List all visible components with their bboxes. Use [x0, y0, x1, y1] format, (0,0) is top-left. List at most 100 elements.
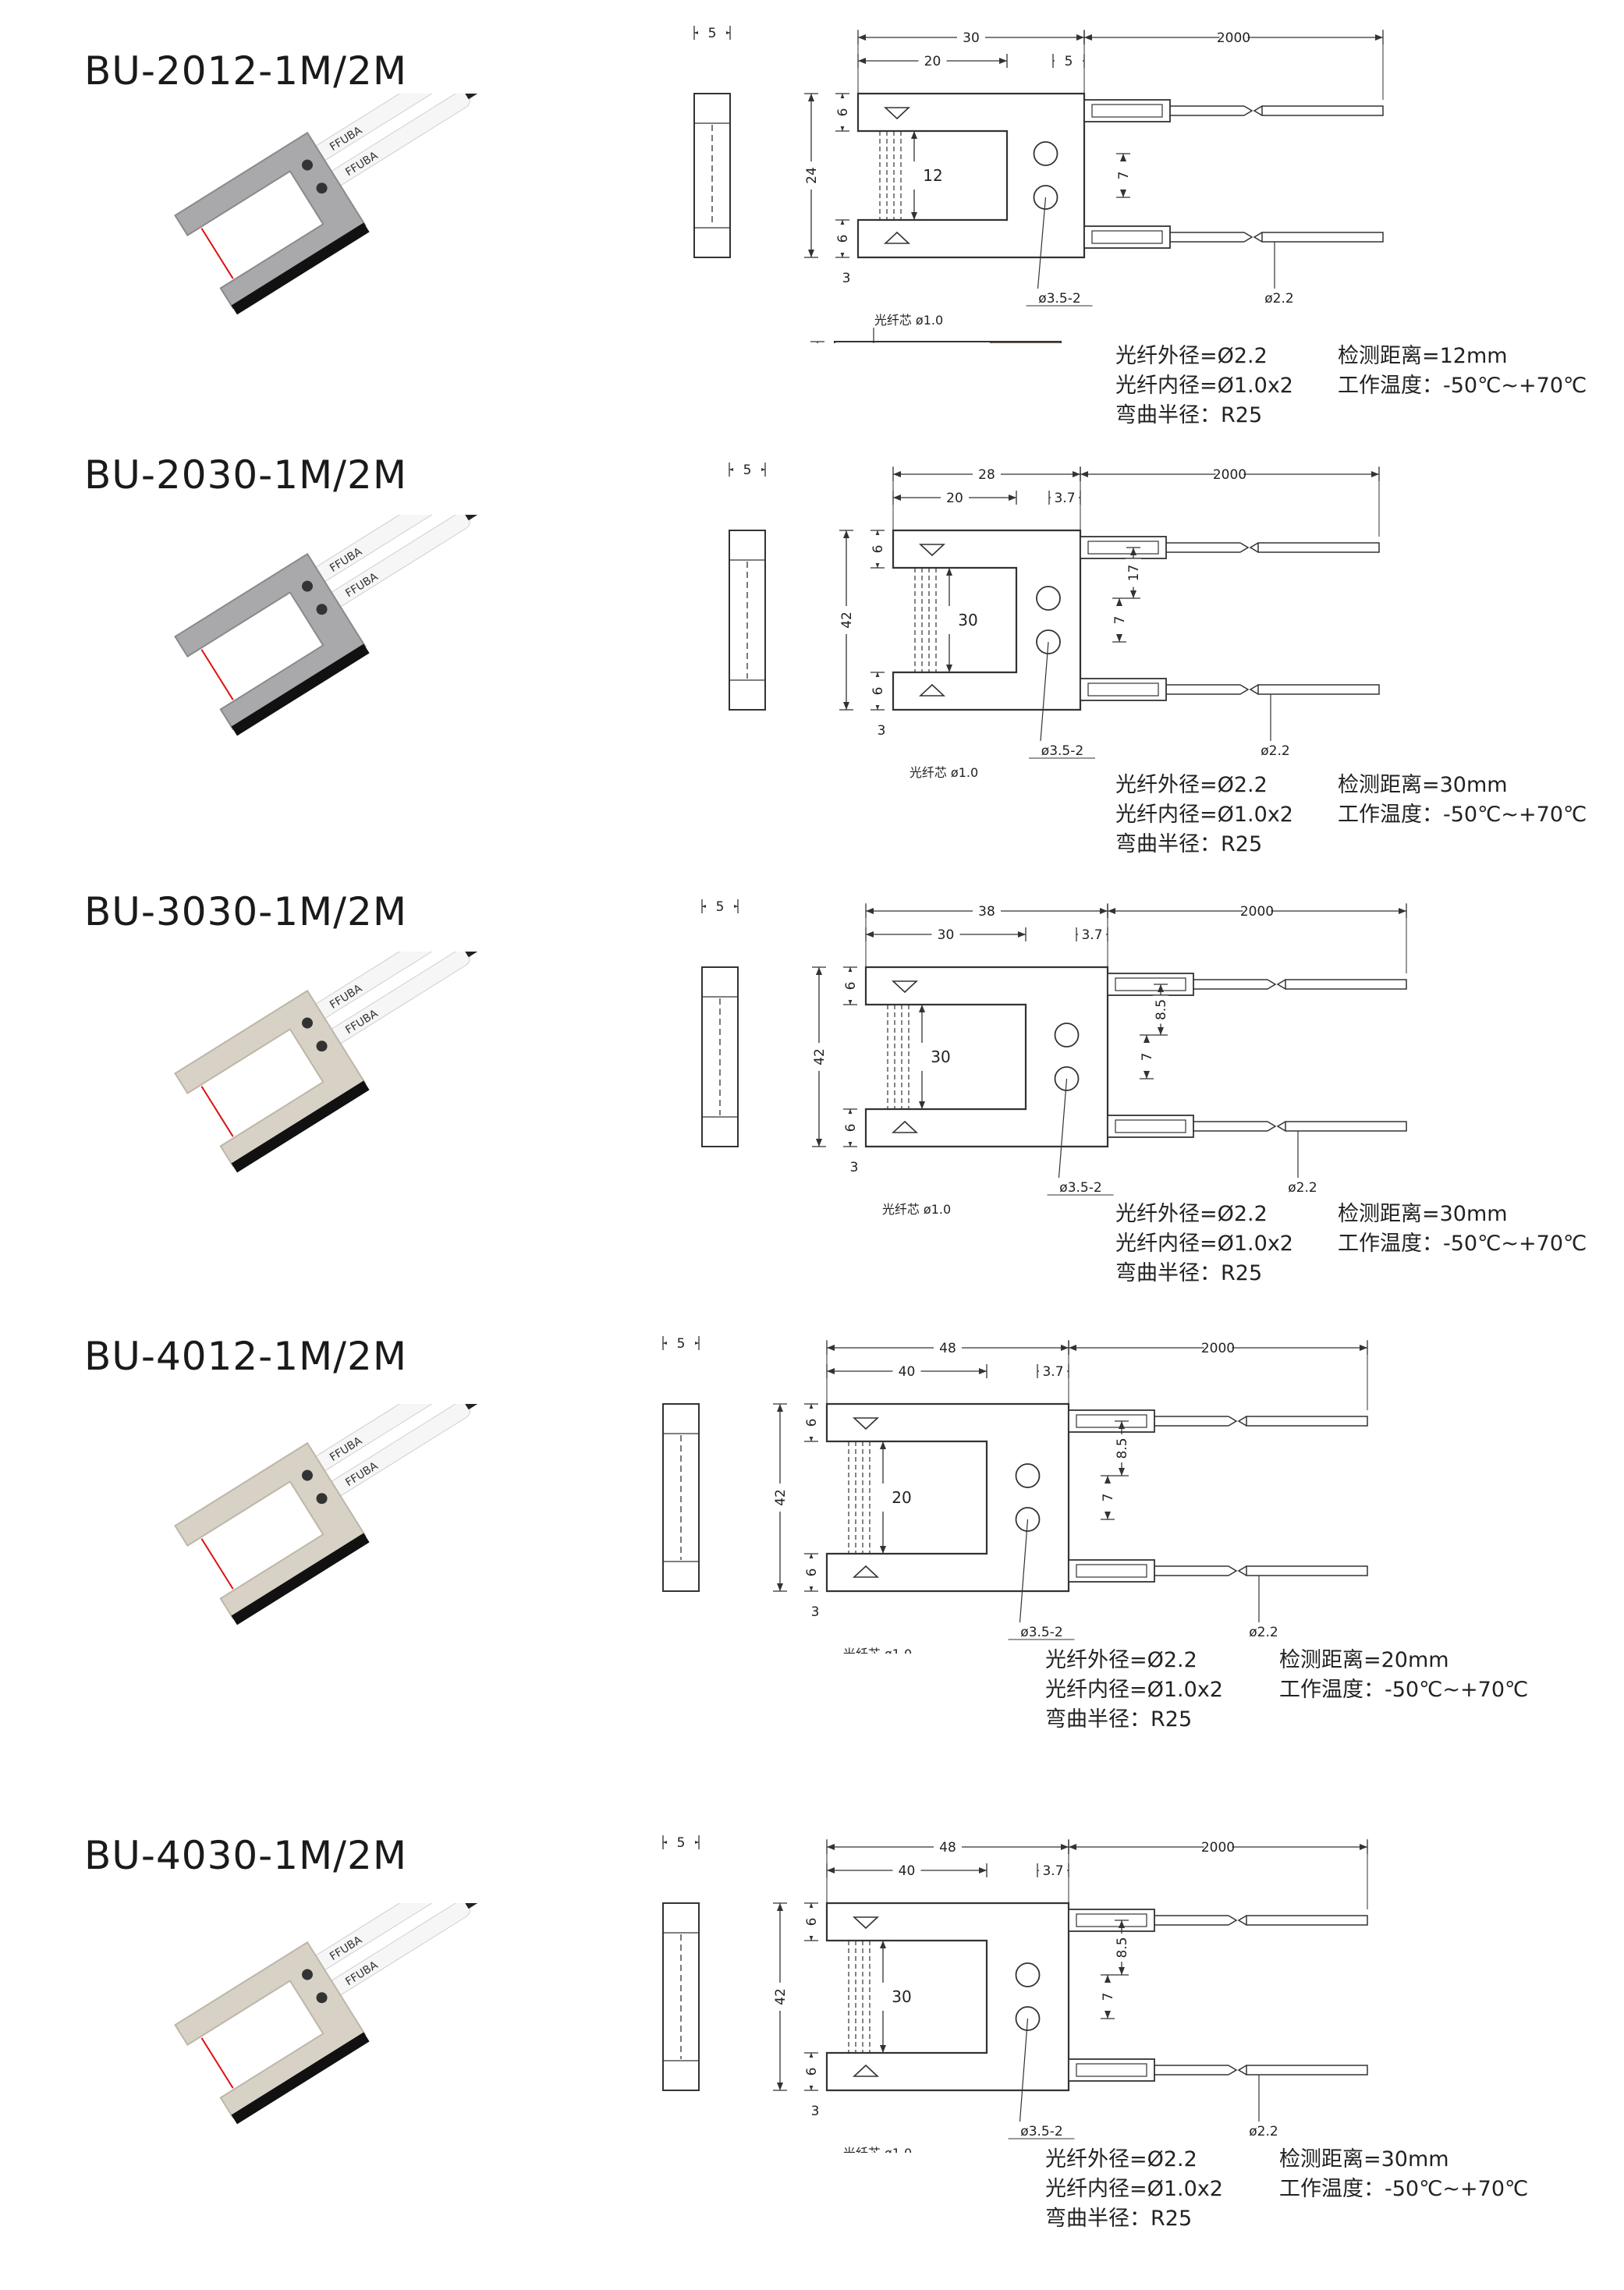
arm-top-dim-label-bg — [870, 535, 885, 563]
sensor-shadow-edge — [231, 643, 370, 736]
cable-sleeve — [1107, 973, 1194, 996]
emitter-mark — [918, 544, 946, 557]
gap-depth-dim-label: 3 — [878, 723, 886, 739]
receiver-mark — [883, 231, 911, 244]
detect-dim-arrow — [911, 131, 917, 139]
cable-length-dim-arrow — [1375, 34, 1383, 41]
hole-label: ø3.5-2 — [1020, 1625, 1062, 1640]
cable-sleeve-inner — [1087, 541, 1159, 555]
cable-end — [1246, 1915, 1368, 1926]
hole-spacing-dim-arrow — [1105, 1476, 1111, 1484]
spec-temperature: 工作温度：-50℃~+70℃ — [1279, 2177, 1529, 2201]
cable-sleeve-inner — [1115, 977, 1186, 991]
hole-spacing-dim-label: 7 — [1112, 616, 1128, 625]
height-dim-arrow — [777, 1583, 783, 1591]
gap-depth-dim-label-bg — [840, 1158, 868, 1174]
width-dim-arrow — [1061, 1345, 1069, 1351]
leader-line — [1040, 641, 1049, 742]
receiver-mark — [852, 1565, 880, 1578]
cable-length-dim-arrow — [1080, 471, 1088, 477]
hole-label: ø3.5-2 — [1041, 743, 1083, 759]
hole-offset-dim-label-bg — [1114, 1434, 1129, 1462]
cable-length-dim-label-bg — [1204, 1339, 1232, 1355]
height-dim-arrow — [843, 702, 849, 710]
detect-dim-arrow — [946, 568, 952, 576]
detect-dim-arrow — [880, 1441, 886, 1449]
cable-sleeve — [1068, 1409, 1155, 1433]
inner-dim-label-bg — [941, 489, 969, 505]
detect-dim-label-bg — [875, 1484, 891, 1512]
spec-temperature: 工作温度：-50℃~+70℃ — [1279, 1678, 1529, 1702]
cable-length-dim-label: 2000 — [1201, 1840, 1235, 1856]
arm-bottom-dim-label-bg — [835, 225, 850, 253]
cable-break — [1239, 684, 1259, 695]
sensor-shadow-edge — [231, 1533, 370, 1625]
detect-dim-arrow — [946, 665, 952, 672]
cable-sleeve-inner — [1076, 1913, 1147, 1927]
hole-spacing-dim-arrow — [1105, 2011, 1111, 2019]
gap-depth-dim-label: 3 — [811, 2104, 820, 2119]
hole-offset-dim-label-bg — [1114, 1934, 1129, 1962]
light-beam — [200, 1538, 234, 1590]
inner-dim-label-bg — [931, 926, 960, 941]
gap-depth-dim-label-bg — [832, 269, 860, 285]
hole-offset-dim-arrow — [1130, 548, 1136, 555]
spec-detect-distance: 检测距离=30mm — [1338, 773, 1508, 797]
cable-end — [1246, 2065, 1368, 2076]
hole-offset-dim-arrow — [1130, 590, 1136, 598]
fiber-tip — [464, 952, 495, 958]
detect-dim-arrow — [919, 1101, 925, 1109]
cable-break — [1267, 979, 1286, 990]
cable-sleeve — [1068, 2058, 1155, 2082]
inner-dim-arrow — [979, 1867, 987, 1873]
arm-bottom-dim-label: 6 — [804, 1569, 820, 1577]
height-dim-arrow — [808, 250, 814, 257]
cable-dia-label: ø2.2 — [1264, 291, 1293, 307]
detect-dim-arrow — [880, 1941, 886, 1948]
offset-dim-label-bg — [1039, 1363, 1067, 1378]
arm-top-dim-label-bg — [803, 1409, 819, 1437]
cable-end — [1257, 542, 1380, 553]
arm-top-dim-label: 6 — [871, 545, 886, 554]
emitter-mark — [852, 1916, 880, 1930]
fiber-tip — [464, 1903, 495, 1909]
mounting-hole — [1036, 586, 1061, 611]
thickness-dim-label: 5 — [708, 26, 717, 41]
fiber-core-label: 光纤芯 ø1.0 — [874, 313, 943, 328]
spec-fiber-inner: 光纤内径=Ø1.0x2 — [1115, 374, 1293, 398]
lens-hole — [316, 1493, 328, 1505]
offset-dim-label: 3.7 — [1042, 1863, 1063, 1879]
lens-hole — [302, 159, 314, 171]
cable-sleeve — [1080, 678, 1167, 701]
receiver-mark — [918, 683, 946, 697]
arm-bottom-dim-label-bg — [803, 1558, 819, 1586]
hole-offset-dim-arrow — [1119, 1468, 1125, 1476]
inner-dim-label: 20 — [946, 491, 963, 506]
detect-width-label: 30 — [892, 1987, 911, 2006]
cable-end — [1257, 684, 1380, 695]
height-dim-label-bg — [839, 606, 854, 634]
hole-spacing-dim-arrow — [1116, 634, 1122, 642]
cable-length-dim-arrow — [1371, 471, 1379, 477]
detect-dim-arrow — [880, 2045, 886, 2053]
hole-offset-dim-label: 8.5 — [1115, 1937, 1130, 1958]
lens-hole — [302, 1469, 314, 1481]
inner-dim-arrow — [893, 495, 901, 501]
side-view — [701, 966, 739, 1147]
fiber-core-label: 光纤芯 ø1.0 — [910, 765, 978, 780]
inner-dim-arrow — [827, 1368, 835, 1374]
hole-spacing-dim-arrow — [1105, 1512, 1111, 1519]
cable-sleeve — [1083, 99, 1171, 122]
offset-dim-label: 5 — [1065, 54, 1073, 69]
cable-dia-label: ø2.2 — [1249, 1625, 1278, 1640]
cable-length-dim-arrow — [1084, 34, 1092, 41]
arm-bottom-dim-label: 6 — [804, 2068, 820, 2076]
spec-bend-radius: 弯曲半径：R25 — [1045, 2207, 1193, 2231]
sensor-shadow-edge — [231, 1080, 370, 1173]
hole-offset-dim-arrow — [1119, 1421, 1125, 1429]
